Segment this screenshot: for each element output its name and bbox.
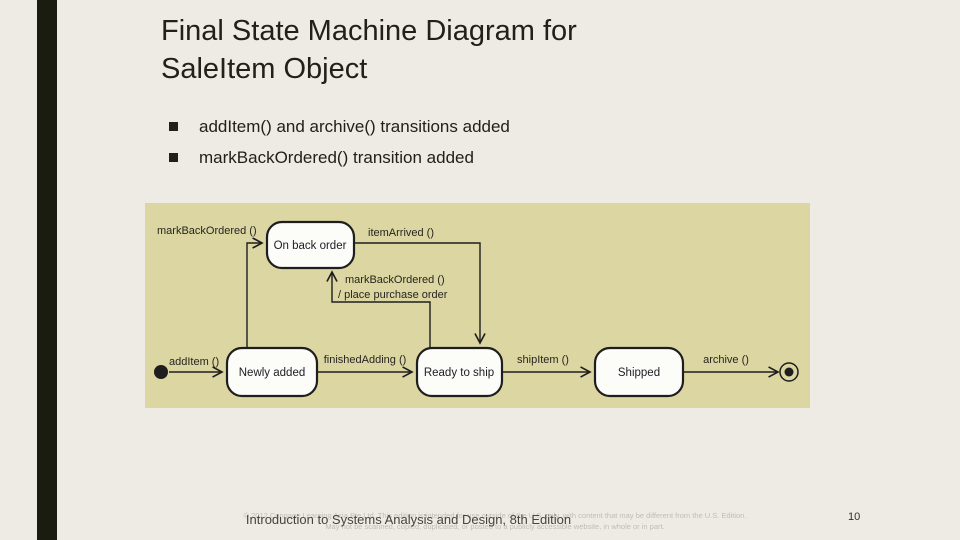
state-ready-to-ship [415,346,504,398]
footer-book-title: Introduction to Systems Analysis and Des… [245,512,572,527]
transition-markbackordered-from-ready-to-ship [326,270,431,348]
state-newly-added [225,346,319,398]
transition-label-finishedadding: finishedAdding () [324,354,407,366]
accent-bar [37,0,57,540]
transition-label-markbackordered: markBackOrdered () [157,225,257,237]
bullet-list: addItem() and archive() transitions adde… [169,117,510,179]
transition-label-markbackordered-2: markBackOrdered () [345,274,445,286]
transition-action-place-purchase-order: / place purchase order [338,289,448,301]
initial-state-icon [154,365,168,379]
state-shipped [593,346,685,398]
final-state-icon [779,362,799,382]
bullet-text: addItem() and archive() transitions adde… [199,116,510,136]
transition-markbackordered-from-newly-added [246,237,264,348]
transition-itemarrived [355,242,486,345]
copyright-line-2: May not be scanned, copied, duplicated, … [325,521,665,531]
transition-label-itemarrived: itemArrived () [368,227,434,239]
title-line-1: Final State Machine Diagram for [161,15,577,47]
bullet-text: markBackOrdered() transition added [199,147,474,167]
state-label: On back order [274,240,347,252]
page-number: 10 [848,511,861,523]
state-label: Newly added [239,367,305,379]
bullet-item: addItem() and archive() transitions adde… [169,117,510,136]
transition-label-archive: archive () [703,354,749,366]
bullet-item: markBackOrdered() transition added [169,148,510,167]
final-state-inner-dot [784,367,794,377]
state-label: Ready to ship [424,367,494,379]
state-machine-diagram-panel: addItem () markBackOrdered () finishedAd… [145,203,810,408]
copyright-line-1: © 2012 Cengage Learning Asia Pte Ltd. Th… [243,511,747,520]
transition-label-shipitem: shipItem () [517,354,569,366]
state-label: Shipped [618,367,660,379]
transition-label-additem: addItem () [169,356,219,368]
title-line-2: SaleItem Object [161,53,368,85]
copyright-text: © 2012 Cengage Learning Asia Pte Ltd. Th… [145,511,845,532]
bullet-square-icon [169,153,178,162]
state-on-back-order [265,220,356,270]
state-machine-diagram: addItem () markBackOrdered () finishedAd… [154,220,799,398]
bullet-square-icon [169,122,178,131]
